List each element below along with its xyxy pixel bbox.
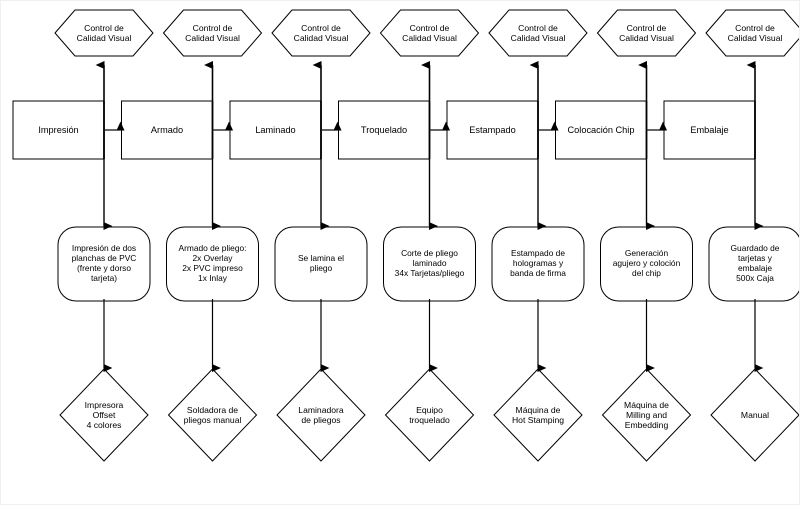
equipment-diamond-4[interactable]	[384, 368, 475, 462]
description-box-4[interactable]	[383, 226, 476, 302]
description-box-6[interactable]	[600, 226, 693, 302]
quality-control-hexagon-5[interactable]	[488, 9, 588, 57]
equipment-diamond-7[interactable]	[710, 368, 799, 462]
description-box-7[interactable]	[708, 226, 800, 302]
shapes-group	[12, 9, 800, 462]
equipment-diamond-3[interactable]	[276, 368, 366, 462]
connectors-group	[95, 60, 764, 373]
quality-control-hexagon-1[interactable]	[54, 9, 154, 57]
equipment-diamond-5[interactable]	[493, 368, 583, 462]
process-box-2[interactable]	[121, 100, 213, 160]
process-box-4[interactable]	[338, 100, 430, 160]
process-box-6[interactable]	[555, 100, 647, 160]
process-box-7[interactable]	[663, 100, 756, 160]
process-box-5[interactable]	[446, 100, 539, 160]
process-box-1[interactable]	[12, 100, 105, 160]
quality-control-hexagon-3[interactable]	[271, 9, 371, 57]
equipment-diamond-6[interactable]	[601, 368, 692, 462]
description-box-5[interactable]	[491, 226, 585, 302]
equipment-diamond-2[interactable]	[167, 368, 258, 462]
description-box-2[interactable]	[166, 226, 259, 302]
description-box-3[interactable]	[274, 226, 368, 302]
quality-control-hexagon-6[interactable]	[596, 9, 697, 57]
process-box-3[interactable]	[229, 100, 322, 160]
equipment-diamond-1[interactable]	[59, 368, 149, 462]
quality-control-hexagon-4[interactable]	[379, 9, 480, 57]
quality-control-hexagon-7[interactable]	[705, 9, 800, 57]
quality-control-hexagon-2[interactable]	[162, 9, 263, 57]
description-box-1[interactable]	[57, 226, 151, 302]
